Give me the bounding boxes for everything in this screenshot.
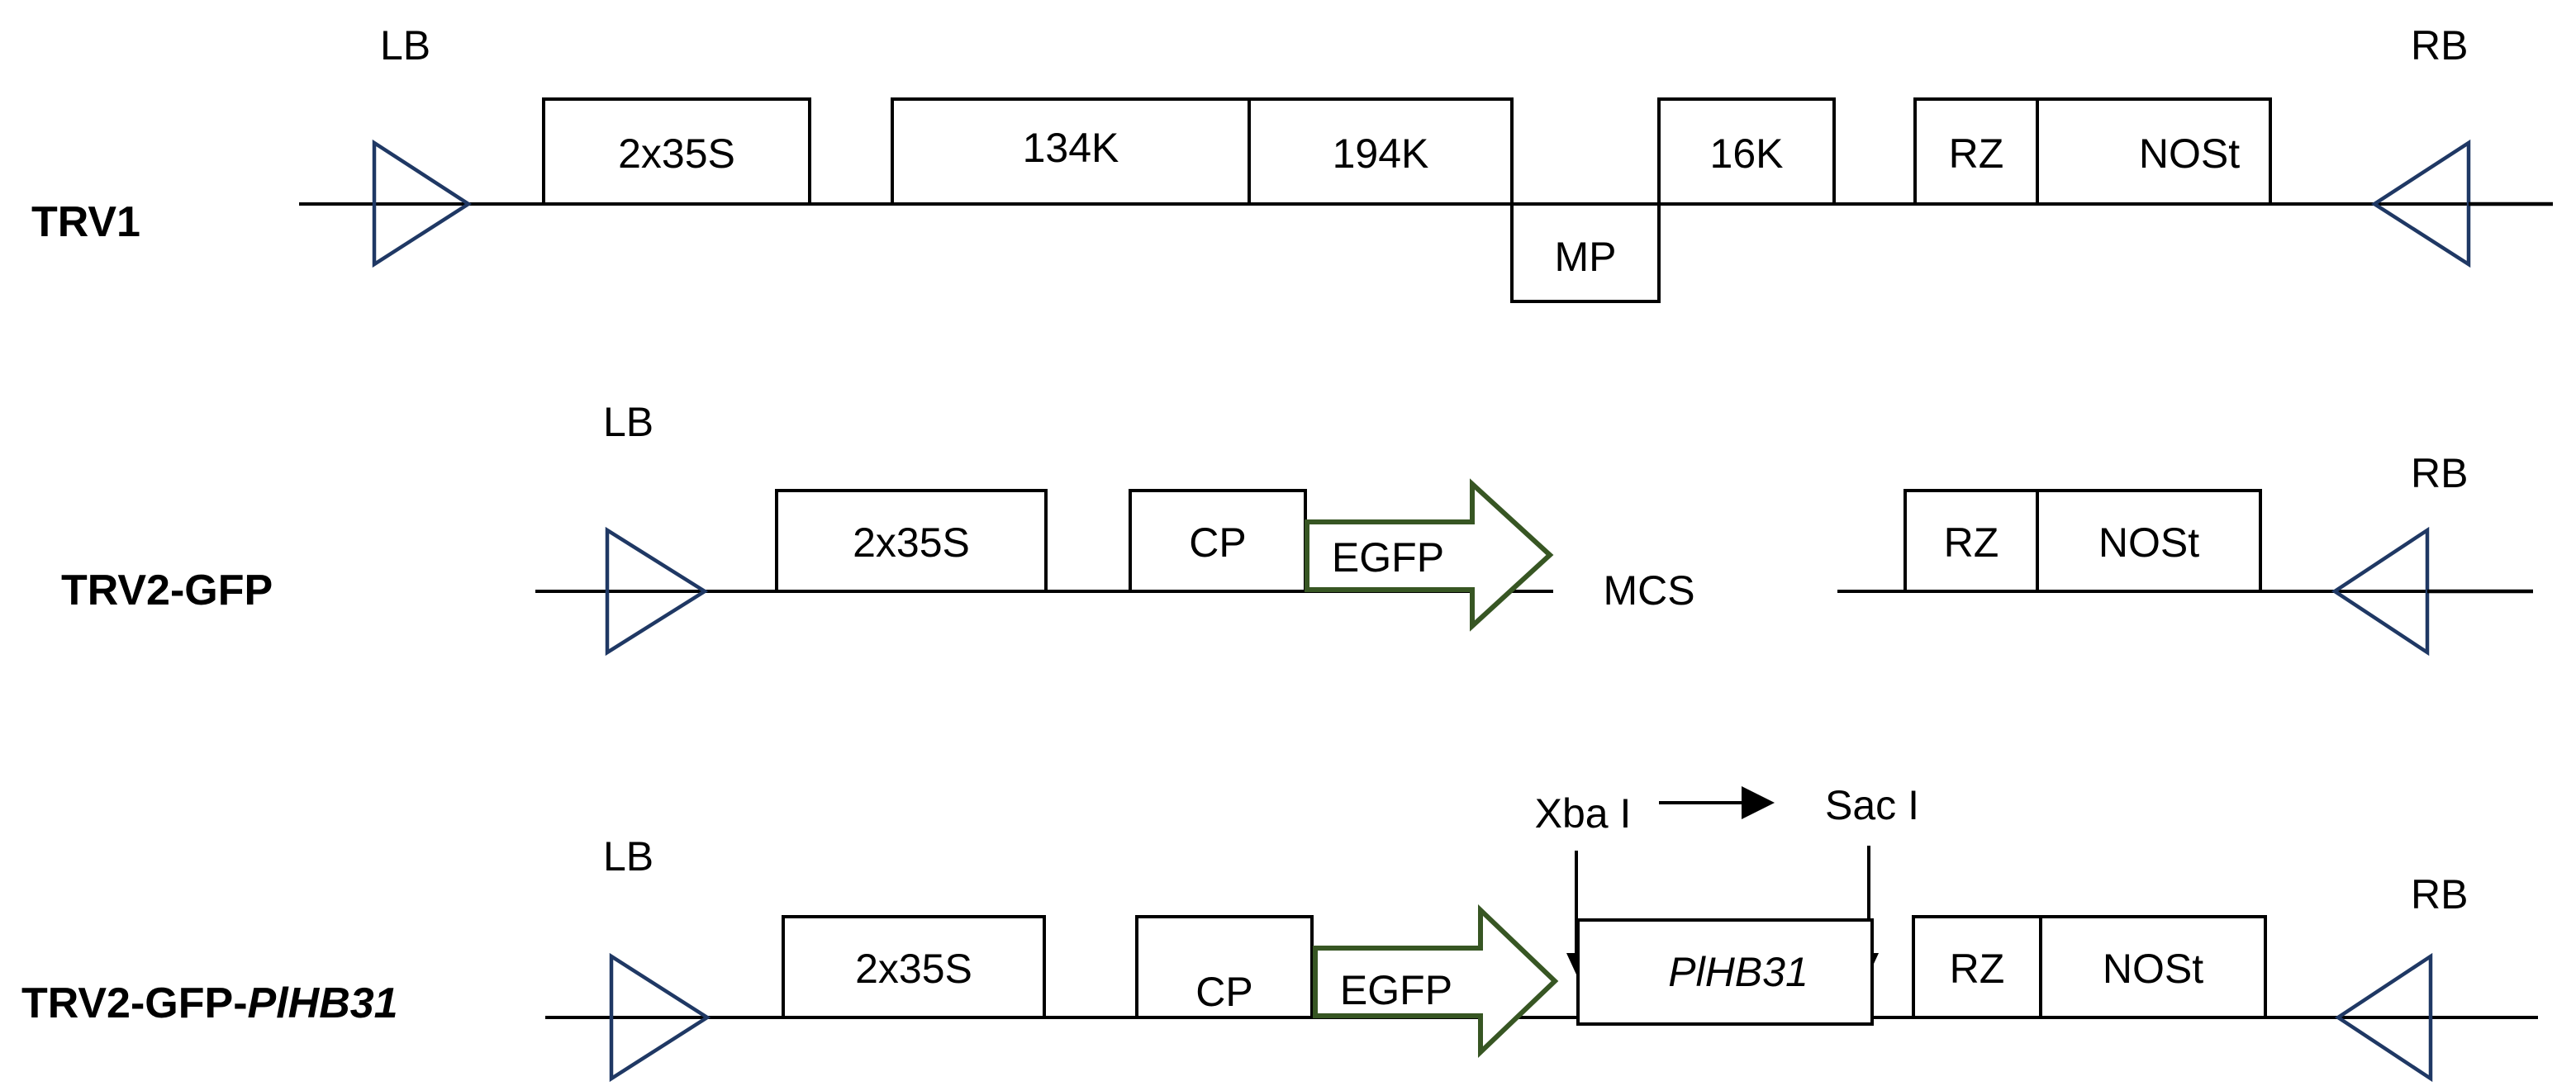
trv2-gfp-cp-label: CP [1189, 519, 1246, 566]
trv1-row-label: TRV1 [31, 198, 140, 246]
trv1-mp-label: MP [1555, 234, 1617, 280]
trv2-gfp-lb-label: LB [603, 399, 654, 445]
trv2-gfp-nost-label: NOSt [2098, 519, 2199, 566]
trv1-mp-box: MP [1510, 202, 1661, 303]
trv2-gfp-construct: TRV2-GFP LB RB 2x35S CP EGFP MCS RZ [61, 399, 2533, 657]
trv1-promoter-box: 2x35S [542, 97, 811, 206]
trv2-gfp-plhb31-rb-border-icon [2334, 952, 2433, 1083]
trv2-gfp-plhb31-name-prefix: TRV2-GFP- [21, 979, 248, 1027]
trv2-gfp-plhb31-name-gene: PlHB31 [248, 979, 398, 1027]
trv1-134k-box: 134K [891, 97, 1251, 206]
trv2-gfp-promoter-label: 2x35S [853, 519, 970, 566]
trv1-rb-border-icon [2370, 139, 2553, 268]
trv2-gfp-row-label: TRV2-GFP [61, 567, 273, 614]
trv2-gfp-rb-border-icon [2331, 526, 2533, 657]
trv2-gfp-rz-label: RZ [1944, 519, 1999, 566]
trv2-gfp-mcs-label: MCS [1603, 567, 1694, 614]
trv1-rb-label: RB [2411, 22, 2468, 69]
plhb31-insert-label: PlHB31 [1668, 949, 1808, 995]
trv1-construct: TRV1 LB RB 2x35S 134K 194K MP [31, 22, 2553, 303]
trv1-16k-box: 16K [1657, 97, 1836, 206]
sac-i-site-label: Sac I [1825, 782, 1919, 828]
trv2-gfp-egfp-label: EGFP [1332, 534, 1444, 581]
trv2-gfp-promoter-box: 2x35S [775, 489, 1048, 593]
trv2-gfp-plhb31-rz-label: RZ [1950, 946, 2005, 992]
trv1-lb-border-icon [372, 139, 473, 268]
trv2-gfp-plhb31-egfp-label: EGFP [1340, 967, 1452, 1013]
plhb31-insert-box: PlHB31 [1576, 918, 1874, 1026]
trv1-194k-box: 194K [1248, 97, 1514, 206]
trv1-134k-label: 134K [1023, 125, 1119, 171]
trv1-nost-box: NOSt [2036, 97, 2272, 206]
trv2-gfp-plhb31-lb-label: LB [603, 833, 654, 880]
xba-i-site-label: Xba I [1535, 790, 1632, 837]
trv2-gfp-plhb31-promoter-box: 2x35S [782, 915, 1046, 1019]
trv2-gfp-cp-box: CP [1129, 489, 1307, 593]
trv1-16k-label: 16K [1710, 130, 1784, 177]
trv2-gfp-rz-box: RZ [1903, 489, 2039, 593]
trv2-gfp-plhb31-cp-box: CP [1135, 915, 1314, 1019]
trv1-194k-label: 194K [1333, 130, 1429, 177]
trv2-gfp-plhb31-lb-border-icon [609, 952, 711, 1083]
trv2-gfp-rb-label: RB [2411, 450, 2468, 496]
trv2-gfp-lb-border-icon [605, 526, 709, 657]
trv2-gfp-egfp-arrow-icon: EGFP [1305, 478, 1554, 632]
trv2-gfp-plhb31-rb-label: RB [2411, 871, 2468, 918]
trv2-gfp-plhb31-nost-label: NOSt [2103, 946, 2203, 992]
trv2-gfp-plhb31-cp-label: CP [1195, 969, 1252, 1015]
trv2-gfp-nost-box: NOSt [2036, 489, 2262, 593]
trv2-gfp-plhb31-nost-box: NOSt [2039, 915, 2267, 1019]
trv2-gfp-plhb31-promoter-label: 2x35S [855, 946, 972, 992]
trv1-rz-label: RZ [1949, 130, 2004, 177]
trv1-nost-label: NOSt [2139, 130, 2240, 177]
trv1-rz-box: RZ [1913, 97, 2039, 206]
trv1-promoter-label: 2x35S [618, 130, 735, 177]
trv2-gfp-plhb31-egfp-arrow-icon: EGFP [1313, 903, 1559, 1059]
trv2-gfp-plhb31-row-label: TRV2-GFP-PlHB31 [21, 979, 398, 1027]
trv1-lb-label: LB [380, 22, 430, 69]
trv2-gfp-plhb31-construct: TRV2-GFP-PlHB31 LB RB 2x35S CP EGFP Xba … [21, 782, 2538, 1083]
trv2-gfp-plhb31-rz-box: RZ [1912, 915, 2042, 1019]
